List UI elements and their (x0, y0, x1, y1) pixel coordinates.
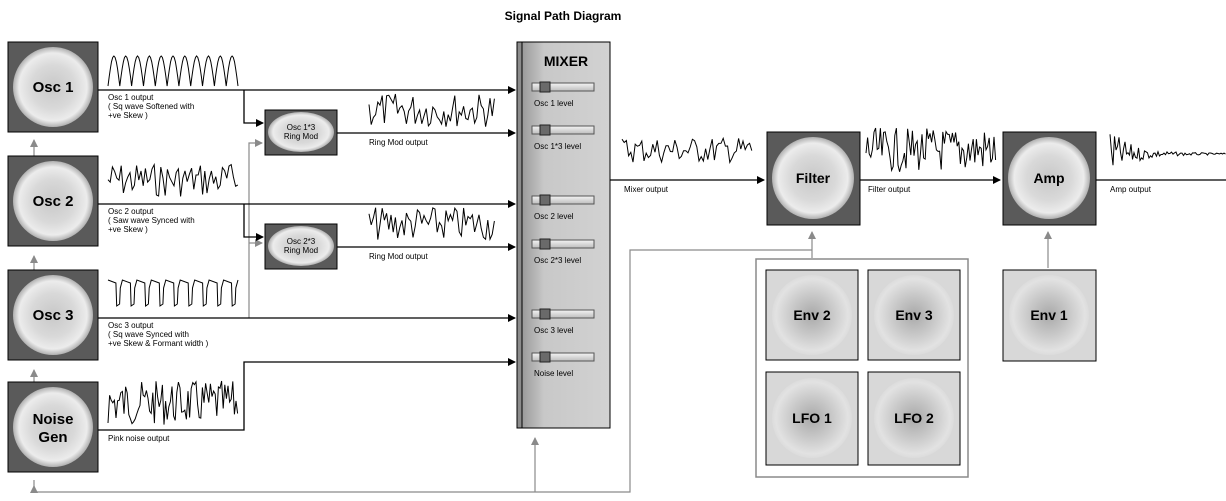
filter-label: Filter (796, 170, 831, 186)
env-2-module[interactable]: Env 2 (765, 269, 859, 361)
mixer-module: MIXER (516, 41, 611, 429)
ring-mod-2-3-label-line-2: Ring Mod (284, 246, 318, 255)
mixer-slider-track[interactable] (531, 125, 595, 135)
osc-3-label: Osc 3 (33, 307, 74, 324)
amp-output-caption: Amp output (1110, 185, 1152, 194)
ring-mod-1-3-module[interactable]: Osc 1*3 Ring Mod (264, 109, 338, 156)
osc-3-module[interactable]: Osc 3 (7, 269, 99, 361)
noise-gen-label-line-2: Gen (38, 429, 67, 446)
osc-2-module[interactable]: Osc 2 (7, 155, 99, 247)
ring-mod-2-3-caption: Ring Mod output (369, 252, 428, 261)
env-1-module[interactable]: Env 1 (1002, 269, 1097, 362)
mixer-level-label: Osc 1*3 level (534, 142, 581, 151)
osc-2-waveform (107, 162, 239, 197)
mixer-level-label: Osc 2*3 level (534, 256, 581, 265)
filter-module[interactable]: Filter (766, 131, 861, 226)
mixer-slider-track[interactable] (531, 82, 595, 92)
mixer-slider-handle[interactable] (539, 124, 551, 136)
mixer-slider-handle[interactable] (539, 81, 551, 93)
osc-1-module[interactable]: Osc 1 (7, 41, 99, 133)
mixer-output-waveform (621, 136, 753, 165)
mixer-slider-track[interactable] (531, 195, 595, 205)
osc-1-caption-line-2: ( Sq wave Softened with (108, 102, 194, 111)
mixer-slider-handle[interactable] (539, 308, 551, 320)
ring-mod-1-3-caption: Ring Mod output (369, 138, 428, 147)
lfo-1-module[interactable]: LFO 1 (765, 371, 859, 466)
env-2-label: Env 2 (793, 307, 831, 323)
env-3-label: Env 3 (895, 307, 933, 323)
modulation-routing (30, 139, 1052, 493)
osc-1-caption-line-3: +ve Skew ) (108, 111, 148, 120)
mixer-level-label: Osc 1 level (534, 99, 574, 108)
mixer-slider-handle[interactable] (539, 238, 551, 250)
osc-3-caption-line-3: +ve Skew & Formant width ) (108, 339, 209, 348)
ring-mod-2-3-waveform (368, 206, 495, 242)
amp-label: Amp (1033, 170, 1064, 186)
osc-3-waveform (107, 279, 239, 307)
mixer-slider-handle[interactable] (539, 194, 551, 206)
lfo-2-label: LFO 2 (894, 410, 934, 426)
osc-1-waveform (107, 55, 239, 87)
page-title: Signal Path Diagram (505, 9, 622, 23)
noise-waveform (107, 380, 239, 425)
noise-gen-label-line-1: Noise (33, 411, 74, 428)
amp-module[interactable]: Amp (1002, 131, 1097, 226)
noise-gen-module[interactable]: Noise Gen (7, 381, 99, 473)
osc-3-caption-line-2: ( Sq wave Synced with (108, 330, 189, 339)
modulator-group-frame (755, 258, 969, 478)
mixer-slider-handle[interactable] (539, 351, 551, 363)
mixer-level-label: Osc 3 level (534, 326, 574, 335)
osc-2-caption-line-3: +ve Skew ) (108, 225, 148, 234)
amp-output-waveform (1109, 134, 1226, 166)
env-1-label: Env 1 (1030, 307, 1068, 323)
osc-3-caption-line-1: Osc 3 output (108, 321, 154, 330)
mixer-slider-track[interactable] (531, 309, 595, 319)
mixer-level-label: Noise level (534, 369, 573, 378)
ring-mod-2-3-module[interactable]: Osc 2*3 Ring Mod (264, 223, 338, 270)
osc-2-caption-line-2: ( Saw wave Synced with (108, 216, 195, 225)
lfo-2-module[interactable]: LFO 2 (867, 371, 961, 466)
lfo-1-label: LFO 1 (792, 410, 832, 426)
mixer-slider-track[interactable] (531, 352, 595, 362)
ring-mod-2-3-label-line-1: Osc 2*3 (287, 237, 316, 246)
waveform-traces (107, 55, 1226, 425)
env-3-module[interactable]: Env 3 (867, 269, 961, 361)
ring-mod-1-3-label-line-2: Ring Mod (284, 132, 318, 141)
ring-mod-1-3-waveform (368, 93, 495, 128)
ring-mod-1-3-label-line-1: Osc 1*3 (287, 123, 316, 132)
mixer-output-caption: Mixer output (624, 185, 669, 194)
osc-2-caption-line-1: Osc 2 output (108, 207, 154, 216)
noise-caption: Pink noise output (108, 434, 170, 443)
mixer-slider-track[interactable] (531, 239, 595, 249)
filter-output-waveform (865, 127, 997, 173)
audio-routing (98, 86, 1226, 431)
osc-1-caption-line-1: Osc 1 output (108, 93, 154, 102)
osc-1-label: Osc 1 (33, 79, 74, 96)
filter-output-caption: Filter output (868, 185, 911, 194)
osc-2-label: Osc 2 (33, 193, 74, 210)
mixer-level-label: Osc 2 level (534, 212, 574, 221)
mixer-title: MIXER (544, 53, 588, 69)
